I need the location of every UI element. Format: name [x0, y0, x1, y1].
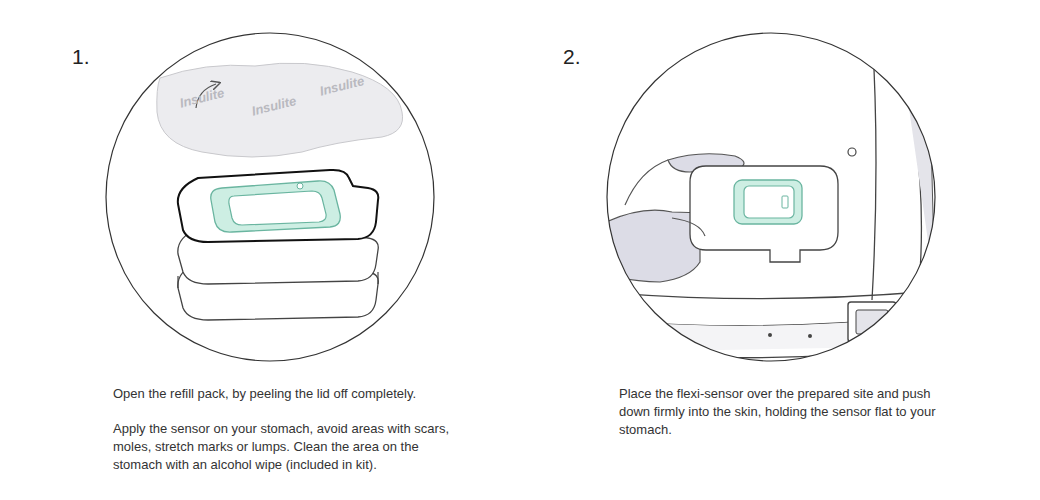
- sensor: [734, 180, 802, 224]
- sensor: [211, 181, 341, 232]
- flexi-patch: [690, 166, 838, 262]
- panel-circle: [106, 33, 434, 361]
- tray-top: [178, 170, 378, 242]
- peel-lid: [157, 63, 403, 157]
- pack-illustration: [157, 63, 403, 320]
- instruction-text: Place the flexi-sensor over the prepared…: [619, 385, 949, 439]
- step-number: 2.: [563, 45, 581, 69]
- instruction-text: Open the refill pack, by peeling the lid…: [113, 385, 463, 403]
- step-number: 1.: [72, 45, 90, 69]
- application-illustration: [600, 30, 945, 358]
- panel-circle: [607, 33, 935, 361]
- instruction-text: Apply the sensor on your stomach, avoid …: [113, 420, 458, 474]
